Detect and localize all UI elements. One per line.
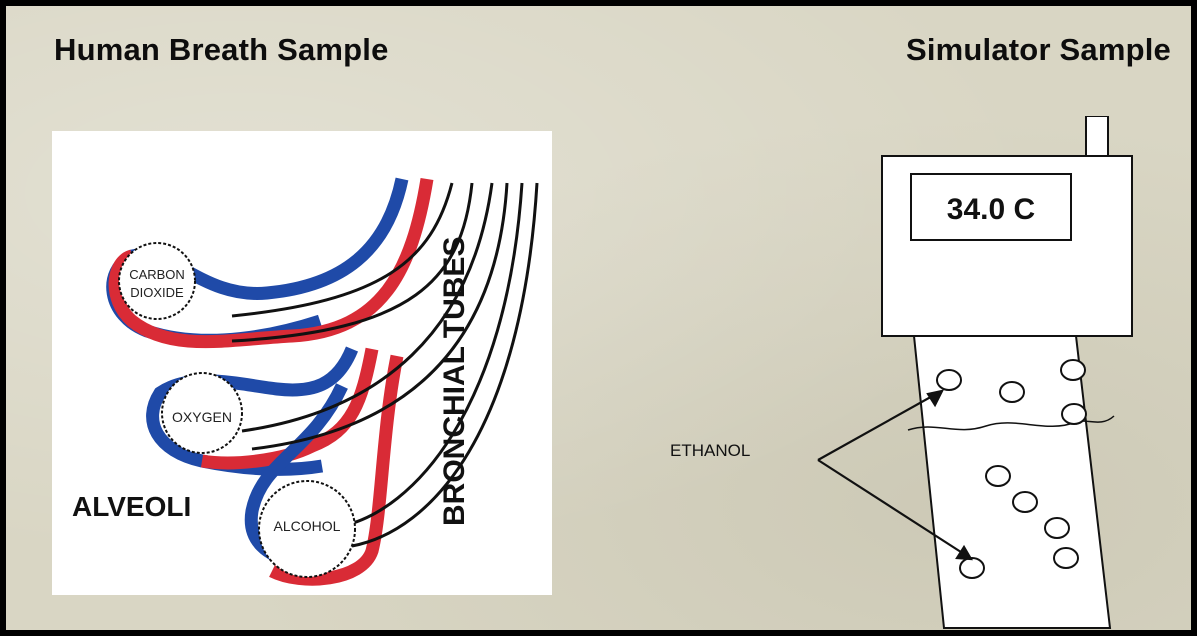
sac-carbon-dioxide [118,242,196,320]
right-title: Simulator Sample [905,32,1171,67]
alveoli-label: ALVEOLI [72,491,191,522]
bronchial-label: BRONCHIAL TUBES [438,237,471,526]
slide: Human Breath Sample Simulator Sample [6,6,1191,630]
sac-1-line2: DIOXIDE [130,285,184,300]
breath-diagram: CARBON DIOXIDE OXYGEN ALCOHOL ALVEOLI BR… [72,177,539,586]
red-vessel-3 [269,354,404,586]
simulator-diagram: 34.0 C ETHANOL [646,115,1191,630]
simulator-svg: 34.0 C ETHANOL [670,115,1133,629]
liquid-surface [907,415,1115,431]
bronchial-tubes [231,182,539,548]
ethanol-bubbles [936,359,1087,579]
breath-diagram-panel: CARBON DIOXIDE OXYGEN ALCOHOL ALVEOLI BR… [52,131,552,595]
sac-3-line1: ALCOHOL [274,518,341,534]
sac-oxygen [161,372,243,454]
temperature-display [910,173,1072,241]
temperature-readout: 34.0 C [947,193,1035,226]
sac-1-line1: CARBON [129,267,185,282]
simulator-chimney [1085,115,1109,159]
sac-alcohol [258,480,356,578]
sac-2-line1: OXYGEN [172,409,232,425]
ethanol-arrows [817,389,974,561]
ethanol-label: ETHANOL [670,441,750,460]
left-title: Human Breath Sample [54,32,389,67]
red-vessel-2 [200,347,379,470]
